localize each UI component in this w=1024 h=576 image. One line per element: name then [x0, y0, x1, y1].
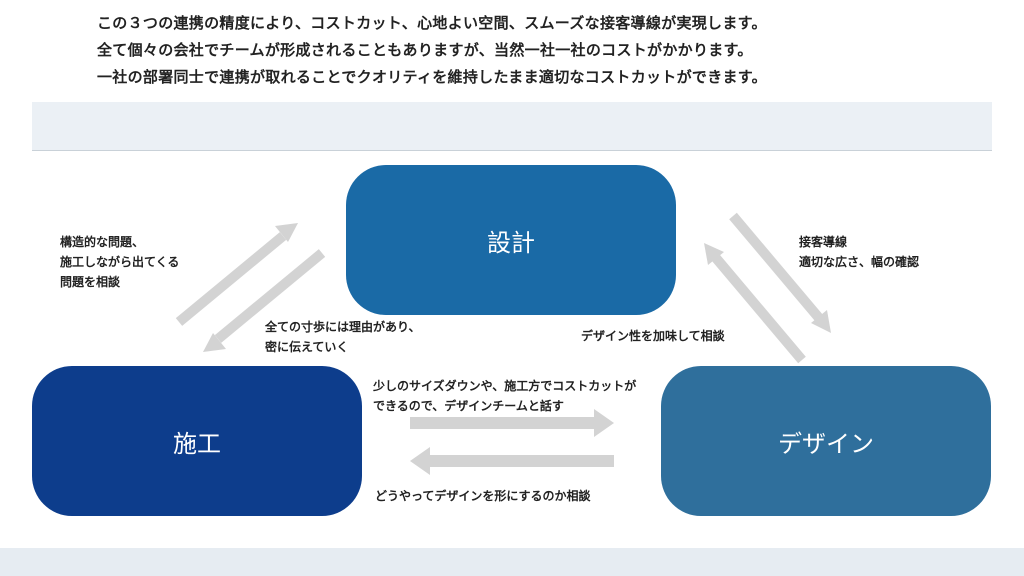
node-construction: 施工 — [32, 366, 362, 516]
label-line: できるので、デザインチームと話す — [373, 399, 564, 413]
footer-band — [0, 548, 1024, 576]
arrow-construction-to-design — [175, 232, 287, 326]
label-designer-to-construction: どうやってデザインを形にするのか相談 — [375, 486, 591, 506]
arrowhead-construction-to-design — [275, 223, 298, 242]
arrowhead-designer-to-construction — [410, 447, 430, 475]
label-line: 接客導線 — [799, 235, 848, 249]
label-design-to-construction: 全ての寸歩には理由があり、 密に伝えていく — [265, 317, 421, 357]
intro-text: この３つの連携の精度により、コストカット、心地よい空間、スムーズな接客導線が実現… — [97, 10, 977, 91]
label-construction-to-design: 構造的な問題、 施工しながら出てくる 問題を相談 — [60, 232, 179, 292]
arrow-designer-to-design — [712, 254, 806, 364]
arrowhead-design-to-designer — [811, 310, 831, 333]
label-line: 問題を相談 — [60, 275, 121, 289]
header-band — [32, 102, 992, 151]
label-design-to-designer: 接客導線 適切な広さ、幅の確認 — [799, 232, 919, 272]
label-line: 全ての寸歩には理由があり、 — [265, 320, 421, 334]
intro-line-3: 一社の部署同士で連携が取れることでクオリティを維持したまま適切なコストカットがで… — [97, 68, 767, 86]
arrow-design-to-designer — [729, 212, 823, 322]
label-line: 少しのサイズダウンや、施工方でコストカットが — [373, 379, 637, 393]
node-design-label: 設計 — [487, 228, 535, 257]
label-line: 施工しながら出てくる — [60, 255, 180, 269]
intro-line-1: この３つの連携の精度により、コストカット、心地よい空間、スムーズな接客導線が実現… — [97, 14, 767, 32]
label-line: 構造的な問題、 — [60, 235, 145, 249]
arrowhead-design-to-construction — [203, 333, 226, 352]
label-line: デザイン性を加味して相談 — [581, 329, 725, 343]
node-designer-label: デザイン — [778, 429, 874, 458]
label-designer-to-design: デザイン性を加味して相談 — [581, 326, 725, 346]
node-designer: デザイン — [661, 366, 991, 516]
intro-line-2: 全て個々の会社でチームが形成されることもありますが、当然一社一社のコストがかかり… — [97, 41, 753, 59]
label-line: どうやってデザインを形にするのか相談 — [375, 489, 591, 503]
node-design: 設計 — [346, 165, 676, 315]
label-line: 適切な広さ、幅の確認 — [799, 255, 920, 269]
arrowhead-construction-to-designer — [594, 409, 614, 437]
label-construction-to-designer: 少しのサイズダウンや、施工方でコストカットが できるので、デザインチームと話す — [373, 376, 636, 416]
arrow-design-to-construction — [214, 249, 326, 343]
node-construction-label: 施工 — [173, 429, 221, 458]
arrowhead-designer-to-design — [704, 243, 724, 265]
label-line: 密に伝えていく — [265, 340, 349, 354]
